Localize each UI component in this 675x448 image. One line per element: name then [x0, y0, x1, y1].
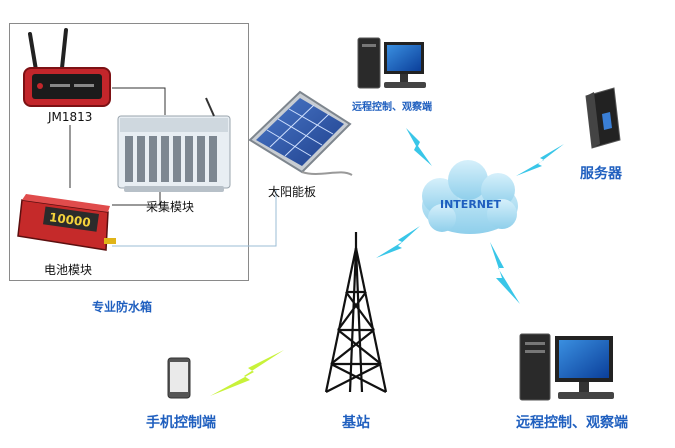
internet-label: INTERNET — [440, 198, 502, 211]
battery-label: 电池模块 — [44, 263, 93, 277]
acquisition-module — [117, 97, 231, 192]
solar-panel — [248, 90, 353, 176]
router-device — [23, 28, 111, 107]
lightning-icon — [406, 128, 432, 166]
base-station-label: 基站 — [342, 415, 370, 431]
remote-bottom-label: 远程控制、观察端 — [516, 415, 628, 431]
wireless-links — [210, 128, 564, 396]
remote-computer-bottom — [519, 333, 614, 401]
box-label: 专业防水箱 — [92, 300, 153, 314]
internet-cloud — [422, 160, 518, 234]
server-label: 服务器 — [580, 166, 622, 182]
server-computer — [585, 87, 621, 149]
solar-cable — [112, 190, 277, 247]
solar-label: 太阳能板 — [268, 185, 317, 199]
router-label: JM1813 — [48, 110, 93, 124]
lightning-icon — [376, 226, 420, 258]
internal-wiring — [69, 87, 166, 206]
battery-module: 10000 — [17, 194, 116, 251]
remote-computer-top — [357, 37, 426, 89]
remote-top-label: 远程控制、观察端 — [352, 102, 432, 113]
acquisition-label: 采集模块 — [146, 200, 195, 214]
battery-brand-text: 10000 — [48, 210, 91, 230]
lightning-icon — [490, 242, 520, 304]
lightning-icon — [210, 350, 284, 396]
phone-label: 手机控制端 — [146, 415, 216, 431]
mobile-phone — [167, 357, 191, 399]
base-station-tower — [324, 232, 388, 393]
lightning-icon — [516, 144, 564, 176]
